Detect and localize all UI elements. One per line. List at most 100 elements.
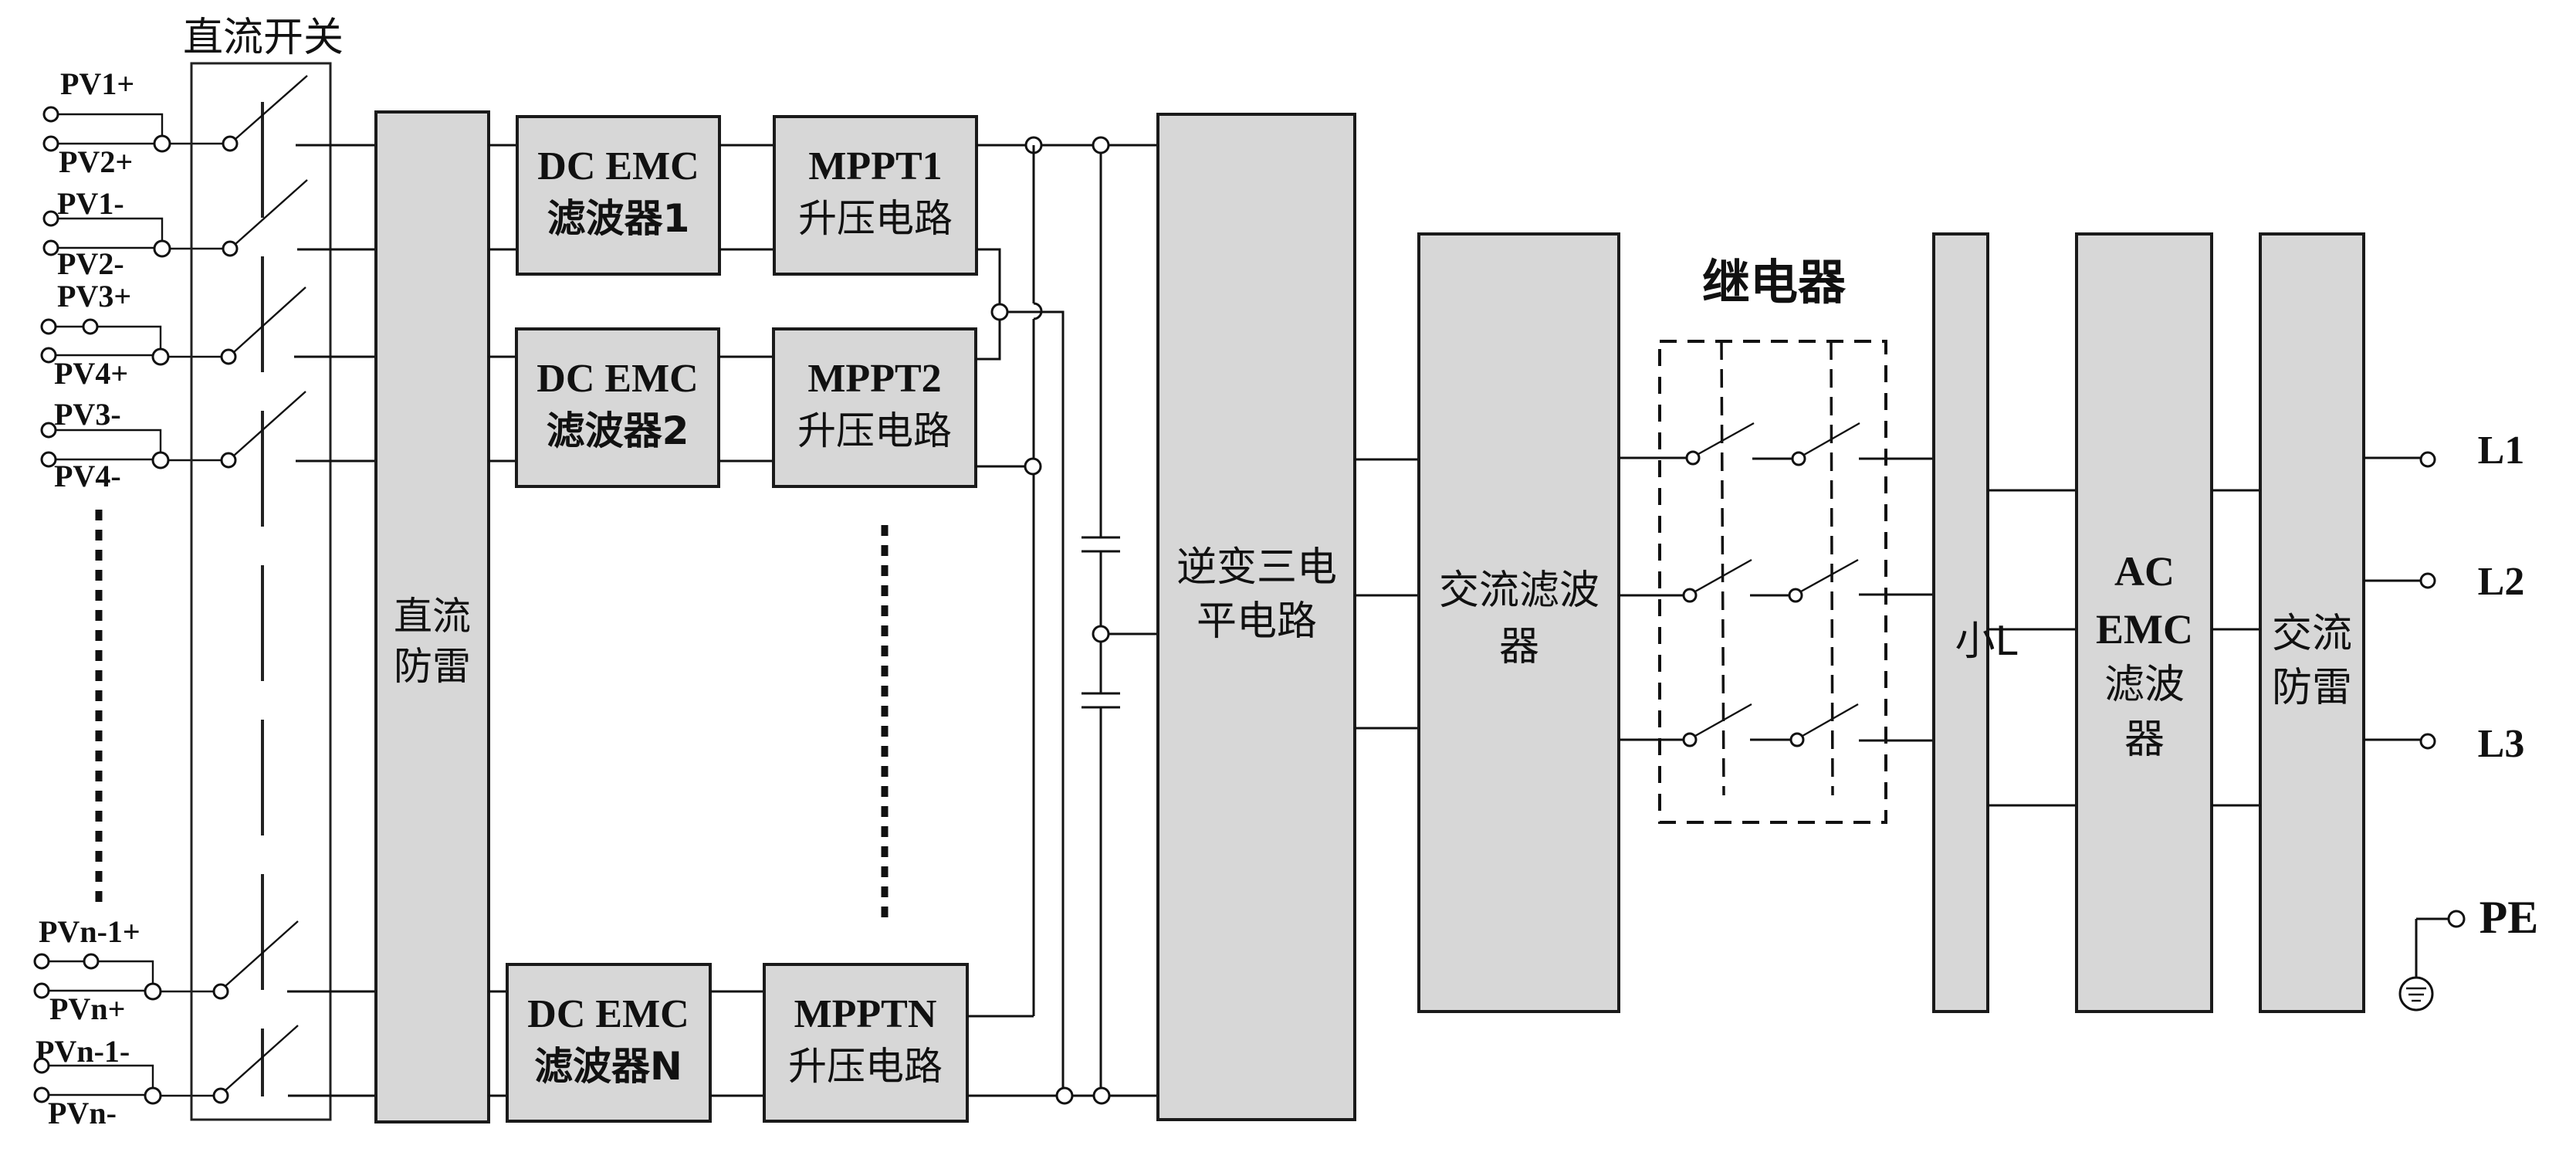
block-label: 直流 xyxy=(394,594,471,639)
block-label: DC EMC xyxy=(527,992,689,1036)
block-label: 小L xyxy=(1955,619,2018,665)
junction-node xyxy=(153,239,171,258)
relay-contact xyxy=(1682,732,1698,747)
relay-title: 继电器 xyxy=(1702,254,1847,310)
block-label: 滤波器N xyxy=(534,1044,682,1089)
pv-label: PV3- xyxy=(54,397,121,432)
ac-surge-protection-block[interactable]: 交流 防雷 xyxy=(2259,232,2365,1013)
switch-contact xyxy=(212,1025,376,1104)
pv-label: PV4- xyxy=(54,459,121,493)
pv-label: PV1+ xyxy=(60,66,134,101)
bus-node xyxy=(990,303,1009,321)
pv-input-group-3: PV3+ PV4+ xyxy=(40,279,221,391)
pv-terminal[interactable] xyxy=(40,318,57,335)
dc-surge-protection-block[interactable]: 直流 防雷 xyxy=(374,110,490,1123)
block-label: 升压电路 xyxy=(788,1044,943,1089)
ac-emc-filter-block[interactable]: AC EMC 滤波 器 xyxy=(2075,232,2213,1013)
relay[interactable] xyxy=(1619,340,1934,824)
pv-terminal[interactable] xyxy=(40,422,57,439)
pv-label: PV4+ xyxy=(54,356,128,391)
pv-terminal[interactable] xyxy=(42,135,59,152)
mppt-boost-circuit-2[interactable]: MPPT2 升压电路 xyxy=(772,327,977,488)
block-label: 交流 xyxy=(2272,611,2352,657)
pv-input-group-1: PV1+ PV2+ xyxy=(42,66,222,179)
mppt-boost-circuit-n[interactable]: MPPTN 升压电路 xyxy=(763,963,969,1123)
pv-terminal[interactable] xyxy=(83,953,100,970)
pv-terminal[interactable] xyxy=(42,210,59,227)
pv-label: PVn-1- xyxy=(36,1034,130,1069)
block-label: 滤波器1 xyxy=(547,196,690,241)
pv-terminal[interactable] xyxy=(82,318,99,335)
pv-input-group-2: PV1- PV2- xyxy=(42,186,222,281)
pe-ground-terminal[interactable]: PE xyxy=(2398,892,2539,1012)
output-terminal-l3[interactable]: L3 xyxy=(2364,722,2524,766)
relay-contact xyxy=(1788,588,1803,603)
block-label: 滤波器2 xyxy=(547,408,689,453)
pv-terminal[interactable] xyxy=(42,106,59,123)
junction-node xyxy=(144,1086,162,1105)
pv-label: PVn+ xyxy=(49,991,125,1026)
small-inductor-block[interactable]: 小L xyxy=(1932,232,2018,1013)
block-label: 器 xyxy=(1499,624,1539,670)
block-label: DC EMC xyxy=(537,144,699,188)
block-label: 交流滤波 xyxy=(1439,568,1599,614)
junction-node xyxy=(153,134,171,153)
dc-bus xyxy=(967,136,1158,1105)
block-label: DC EMC xyxy=(537,357,698,401)
block-label: EMC xyxy=(2096,606,2193,652)
relay-link xyxy=(1720,341,1725,796)
output-label: L2 xyxy=(2478,560,2525,604)
block-label: 器 xyxy=(2124,717,2165,763)
pv-terminal[interactable] xyxy=(33,1086,50,1103)
block-label: MPPT1 xyxy=(808,144,942,188)
block-label: MPPTN xyxy=(794,992,937,1036)
junction-node xyxy=(151,451,170,469)
bus-node xyxy=(1092,1086,1111,1105)
three-level-inverter-block[interactable]: 逆变三电 平电路 xyxy=(1156,113,1356,1121)
block-label: 滤波 xyxy=(2104,662,2185,708)
block-label: 平电路 xyxy=(1197,598,1317,645)
block-label: 升压电路 xyxy=(798,196,953,241)
output-terminal-l2[interactable]: L2 xyxy=(2364,560,2524,604)
relay-link xyxy=(1830,341,1834,796)
relay-contact xyxy=(1789,732,1805,747)
dc-emc-filter-2[interactable]: DC EMC 滤波器2 xyxy=(515,327,720,488)
relay-contact xyxy=(1682,588,1698,603)
midpoint-node xyxy=(1092,625,1110,643)
pv-label: PV2+ xyxy=(59,144,133,179)
mppt-boost-circuit-1[interactable]: MPPT1 升压电路 xyxy=(773,115,978,276)
pv-label: PVn-1+ xyxy=(39,914,140,949)
pv-terminal[interactable] xyxy=(33,982,50,999)
relay-contact xyxy=(1791,451,1806,466)
dc-switch[interactable] xyxy=(190,62,376,1121)
block-label: 防雷 xyxy=(394,644,471,689)
dc-emc-filter-1[interactable]: DC EMC 滤波器1 xyxy=(516,115,721,276)
pv-terminal[interactable] xyxy=(42,239,59,256)
junction-node xyxy=(151,347,170,366)
pv-input-group-n-plus: PVn-1+ PVn+ xyxy=(33,914,213,1026)
relay-frame xyxy=(1658,340,1887,824)
ac-filter-block[interactable]: 交流滤波 器 xyxy=(1417,232,1620,1013)
pv-terminal[interactable] xyxy=(33,953,50,970)
output-label: L1 xyxy=(2478,429,2525,473)
output-terminal-l1[interactable]: L1 xyxy=(2364,429,2524,473)
pv-label: PV2- xyxy=(57,246,124,281)
pv-label: PVn- xyxy=(48,1096,117,1130)
junction-node xyxy=(144,982,162,1001)
switch-contact xyxy=(212,920,376,1000)
bus-node xyxy=(1024,457,1042,476)
pv-input-group-n-minus: PVn-1- PVn- xyxy=(33,1034,213,1130)
output-label: L3 xyxy=(2478,722,2525,766)
block-label: 逆变三电 xyxy=(1176,544,1337,591)
pv-terminal[interactable] xyxy=(33,1057,50,1074)
dc-switch-title: 直流开关 xyxy=(183,15,344,61)
pv-label: PV3+ xyxy=(57,279,131,313)
switch-contact xyxy=(222,179,376,257)
bus-node xyxy=(1092,136,1110,154)
pe-label: PE xyxy=(2480,892,2539,943)
bus-node xyxy=(1055,1086,1074,1105)
switch-contact xyxy=(222,75,376,152)
block-label: 防雷 xyxy=(2272,665,2352,711)
dc-emc-filter-n[interactable]: DC EMC 滤波器N xyxy=(506,963,712,1123)
